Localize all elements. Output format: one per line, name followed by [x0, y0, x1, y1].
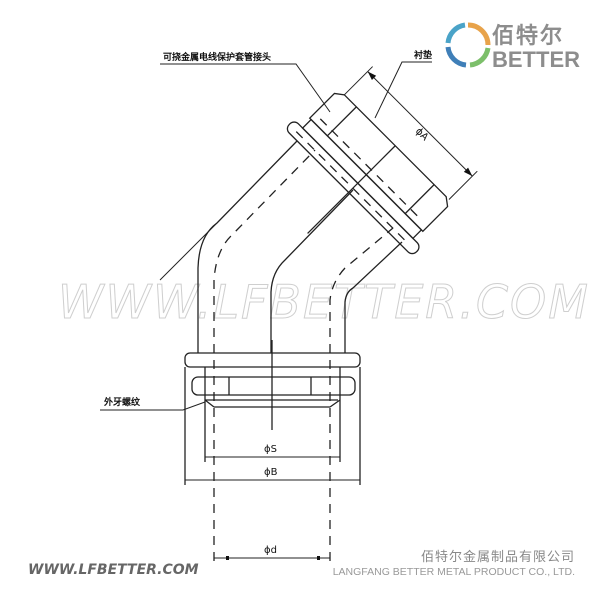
dim-label-a: ϕA: [413, 126, 430, 143]
dim-label-d: ϕd: [264, 545, 277, 556]
dim-label-b: ϕB: [264, 467, 278, 478]
dim-b: ϕB: [185, 467, 360, 481]
website-link[interactable]: WWW.LFBETTER.COM: [28, 562, 199, 578]
logo-ring-icon: [445, 22, 491, 68]
leader-outer-thread: 外牙螺纹: [100, 396, 206, 411]
pipe-body: [197, 140, 403, 353]
logo-cn: 佰特尔: [492, 24, 565, 49]
bottom-connector: [184, 340, 361, 565]
dim-d: ϕd: [214, 545, 330, 560]
dim-label-s: ϕS: [264, 444, 277, 455]
fitting-head: ϕA: [286, 66, 478, 255]
watermark-text: WWW.LFBETTER.COM: [58, 275, 590, 329]
label-outer-thread: 外牙螺纹: [103, 396, 141, 408]
hex-nut: [191, 376, 356, 396]
company-name-en: LANGFANG BETTER METAL PRODUCT CO., LTD.: [332, 566, 575, 578]
label-gasket: 衬垫: [414, 49, 432, 61]
label-fitting: 可挠金属电线保护套管接头: [163, 51, 271, 63]
leader-gasket: 衬垫: [374, 49, 432, 119]
logo-en: BETTER: [492, 47, 580, 72]
dim-s: ϕS: [205, 444, 340, 458]
company-name-cn: 佰特尔金属制品有限公司: [420, 550, 575, 565]
dim-line-a: [367, 71, 473, 177]
nut: [308, 92, 449, 233]
leader-fitting: 可挠金属电线保护套管接头: [160, 51, 331, 113]
